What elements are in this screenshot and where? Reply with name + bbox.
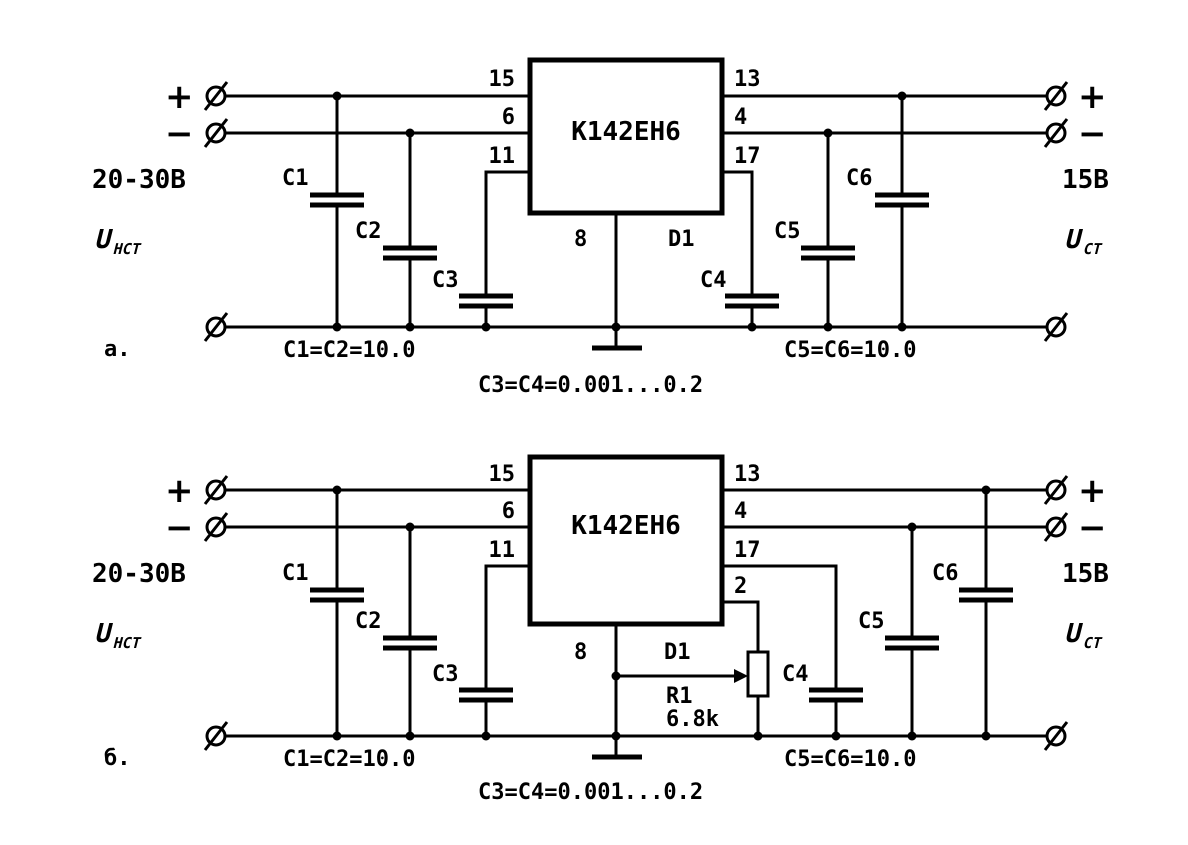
circuit-a-c1-label: C1 <box>282 166 309 191</box>
terminal-out-neg <box>1043 118 1069 148</box>
circuit-a-pin-11: 11 <box>489 144 516 169</box>
circuit-b: K142EH6 D1 15 6 11 13 4 17 2 8 R1 6.8k C… <box>92 454 1109 805</box>
circuit-a-label: а. <box>104 337 131 362</box>
circuit-a-in-minus: − <box>165 114 194 154</box>
circuit-b-note-c34: C3=C4=0.001...0.2 <box>478 780 703 805</box>
circuit-a-pin-17: 17 <box>734 144 761 169</box>
circuit-b-out-plus: + <box>1078 471 1107 511</box>
circuit-b-c1-label: C1 <box>282 561 309 586</box>
circuit-a-pin-8: 8 <box>574 227 587 252</box>
circuit-a-c2-label: C2 <box>355 219 382 244</box>
circuit-a-input-voltage: 20-30B <box>92 165 186 195</box>
circuit-a: K142EH6 D1 15 6 11 13 4 17 8 C1 C2 C3 C4… <box>92 57 1109 398</box>
circuit-a-out-minus: − <box>1078 114 1107 154</box>
circuit-a-pin-4: 4 <box>734 105 747 130</box>
circuit-a-chip <box>527 57 725 216</box>
circuit-b-output-subscript: CT <box>1082 634 1104 652</box>
terminal-in-neg <box>203 512 229 542</box>
circuit-b-chip <box>527 454 725 627</box>
circuit-b-pin-8: 8 <box>574 640 587 665</box>
terminal-out-gnd <box>1043 312 1069 342</box>
circuit-a-out-plus: + <box>1078 77 1107 117</box>
circuit-b-c2-label: C2 <box>355 609 382 634</box>
circuit-a-c3-label: C3 <box>432 268 459 293</box>
circuit-b-input-voltage: 20-30B <box>92 559 186 589</box>
terminal-out-neg <box>1043 512 1069 542</box>
terminal-in-gnd <box>203 721 229 751</box>
circuit-b-pin-17: 17 <box>734 538 761 563</box>
circuit-b-c4-label: C4 <box>782 662 809 687</box>
circuit-a-c5-label: C5 <box>774 219 801 244</box>
circuit-b-pin-13: 13 <box>734 462 761 487</box>
circuit-a-output-symbol: U <box>1062 224 1085 255</box>
circuit-b-c5-label: C5 <box>858 609 885 634</box>
terminal-out-pos <box>1043 475 1069 505</box>
circuit-b-chip-label: K142EH6 <box>571 511 681 541</box>
terminal-in-gnd <box>203 312 229 342</box>
circuit-b-junctions <box>332 485 991 741</box>
terminal-out-gnd <box>1043 721 1069 751</box>
terminal-in-pos <box>203 475 229 505</box>
circuit-b-c6-label: C6 <box>932 561 959 586</box>
circuit-a-ref: D1 <box>668 227 695 252</box>
circuit-a-pin-13: 13 <box>734 67 761 92</box>
terminal-in-neg <box>203 118 229 148</box>
circuit-b-output-symbol: U <box>1062 618 1085 649</box>
circuit-b-out-minus: − <box>1078 508 1107 548</box>
circuit-a-wires <box>222 94 1050 351</box>
circuit-b-pin-6: 6 <box>502 499 515 524</box>
circuit-b-terminals <box>203 475 1069 751</box>
circuit-b-ref: D1 <box>664 640 691 665</box>
circuit-b-label: б. <box>104 746 131 771</box>
circuit-a-input-subscript: HCT <box>112 240 144 258</box>
resistor-r1 <box>746 650 770 698</box>
terminal-out-pos <box>1043 81 1069 111</box>
circuit-a-pin-15: 15 <box>489 67 516 92</box>
circuit-a-capacitors <box>310 192 929 309</box>
circuit-b-pin-2: 2 <box>734 574 747 599</box>
circuit-b-pin-4: 4 <box>734 499 747 524</box>
circuit-a-terminals <box>203 81 1069 342</box>
circuit-a-output-voltage: 15B <box>1062 165 1109 195</box>
circuit-a-input-symbol: U <box>92 224 115 255</box>
circuit-a-junctions <box>332 91 907 332</box>
circuit-a-note-in: C1=C2=10.0 <box>283 338 415 363</box>
circuit-b-capacitors <box>310 587 1013 703</box>
circuit-b-in-minus: − <box>165 508 194 548</box>
circuit-b-input-subscript: HCT <box>112 634 144 652</box>
circuit-b-c3-label: C3 <box>432 662 459 687</box>
circuit-a-note-out: C5=C6=10.0 <box>784 338 916 363</box>
circuit-b-pin-15: 15 <box>489 462 516 487</box>
circuit-b-output-voltage: 15B <box>1062 559 1109 589</box>
circuit-b-pin-11: 11 <box>489 538 516 563</box>
circuit-b-r1-label: R1 <box>666 684 693 709</box>
circuit-a-chip-label: K142EH6 <box>571 117 681 147</box>
circuit-b-in-plus: + <box>165 471 194 511</box>
circuit-a-output-subscript: CT <box>1082 240 1104 258</box>
circuit-a-c6-label: C6 <box>846 166 873 191</box>
circuit-b-note-out: C5=C6=10.0 <box>784 747 916 772</box>
circuit-a-in-plus: + <box>165 77 194 117</box>
terminal-in-pos <box>203 81 229 111</box>
circuit-a-c4-label: C4 <box>700 268 727 293</box>
circuit-b-note-in: C1=C2=10.0 <box>283 747 415 772</box>
circuit-a-note-c34: C3=C4=0.001...0.2 <box>478 373 703 398</box>
circuit-b-input-symbol: U <box>92 618 115 649</box>
circuit-a-pin-6: 6 <box>502 105 515 130</box>
circuit-b-r1-value: 6.8k <box>666 707 719 732</box>
